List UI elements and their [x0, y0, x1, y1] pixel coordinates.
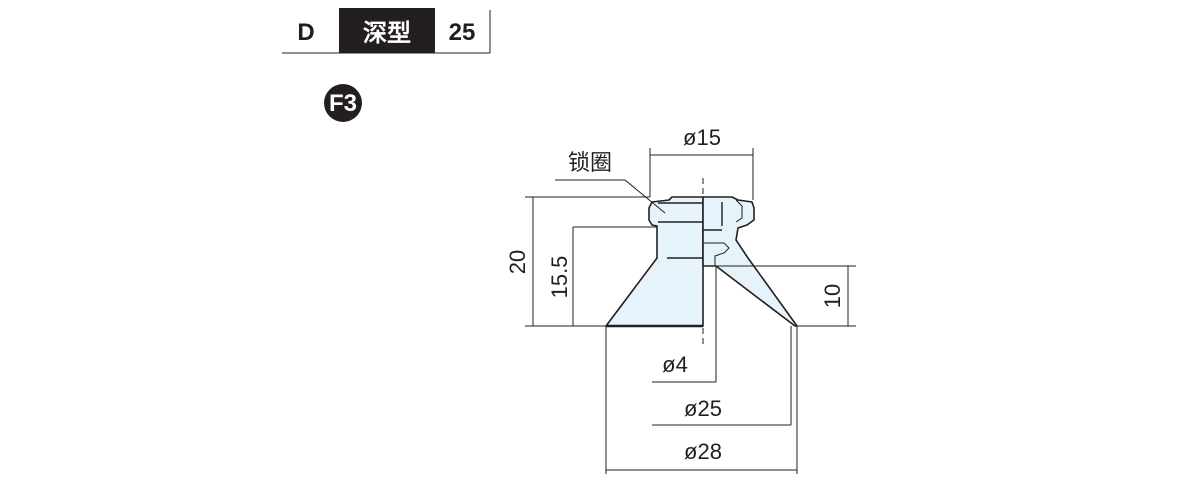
svg-text:20: 20: [505, 250, 530, 274]
dim-cup-height: 10: [716, 265, 856, 327]
dim-outer-diameter: ø28: [605, 326, 798, 474]
svg-text:ø15: ø15: [683, 125, 721, 150]
dim-total-height: 20: [505, 196, 650, 327]
cup-left-half: [605, 196, 704, 327]
size-label: 25: [449, 19, 476, 46]
lock-ring-leader: [555, 179, 666, 214]
lock-ring-label: 锁圈: [568, 150, 612, 175]
svg-text:ø4: ø4: [662, 352, 688, 377]
svg-text:10: 10: [820, 284, 845, 308]
type-label-box: [339, 8, 435, 53]
cup-right-half: [702, 196, 798, 327]
svg-text:ø25: ø25: [684, 396, 722, 421]
dim-body-height: 15.5: [547, 226, 657, 326]
svg-text:15.5: 15.5: [547, 256, 572, 299]
dim-bore-diameter: ø4: [652, 266, 717, 383]
model-badge-label: F3: [329, 90, 357, 117]
model-badge: F3: [324, 84, 362, 122]
dim-top-diameter: ø15: [649, 125, 754, 200]
suction-cup-part: [605, 178, 798, 345]
dim-inner-diameter: ø25: [652, 326, 792, 426]
series-letter: D: [297, 19, 314, 46]
type-label: 深型: [363, 20, 411, 47]
svg-text:ø28: ø28: [684, 439, 722, 464]
title-header: D 深型 25: [282, 8, 491, 54]
